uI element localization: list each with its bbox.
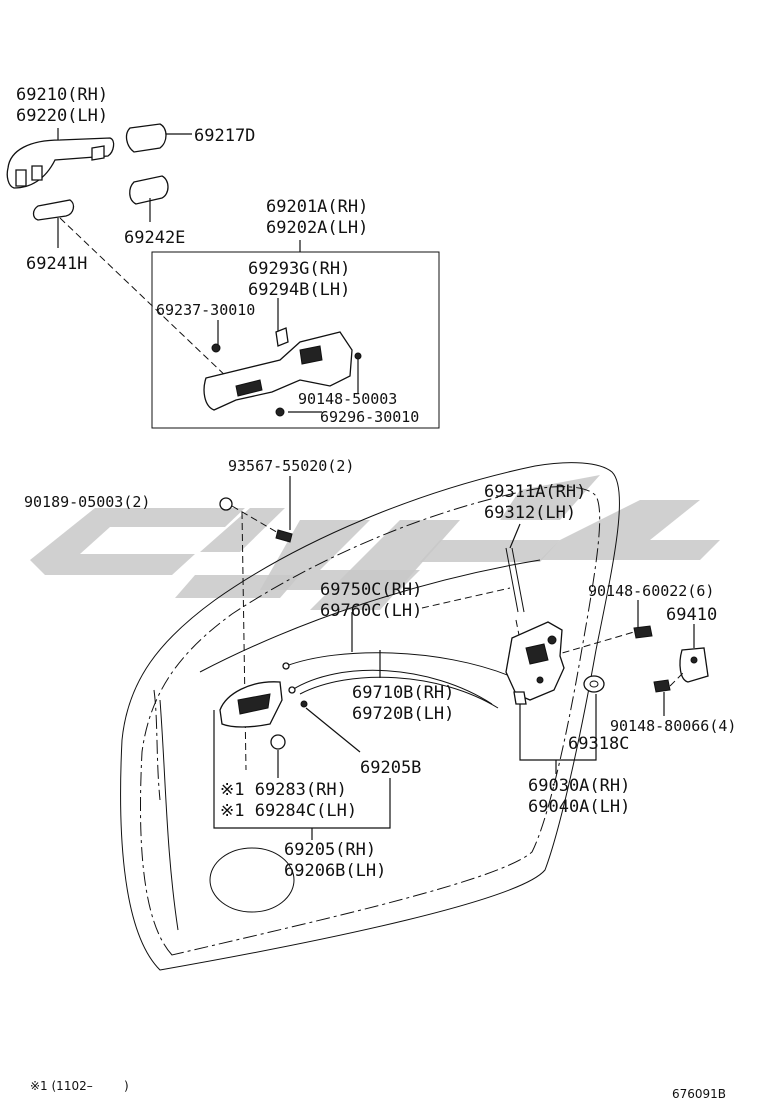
outer-handle-frame bbox=[203, 327, 362, 417]
label-rod-rh: 69311A(RH) bbox=[484, 482, 586, 502]
label-screw-90189: 90189-05003(2) bbox=[24, 493, 150, 511]
label-cover-d: 69217D bbox=[194, 126, 255, 146]
label-cable-lower-lh: 69720B(LH) bbox=[352, 704, 454, 724]
label-inner-handle-rh: 69205(RH) bbox=[284, 840, 376, 860]
label-screw-60022: 90148-60022(6) bbox=[588, 582, 714, 600]
footnote-close: ) bbox=[124, 1079, 129, 1093]
label-bezel-rh: ※1 69283(RH) bbox=[220, 780, 347, 800]
label-striker: 69410 bbox=[666, 605, 717, 625]
label-lock-assy-lh: 69040A(LH) bbox=[528, 797, 630, 817]
leader-lines-upper bbox=[57, 128, 440, 429]
label-frame-sub-lh: 69294B(LH) bbox=[248, 280, 350, 300]
label-screw-93567: 93567-55020(2) bbox=[228, 457, 354, 475]
door-lock-assembly bbox=[505, 621, 605, 774]
watermark bbox=[30, 475, 720, 610]
label-pad-h: 69241H bbox=[26, 254, 87, 274]
label-outer-handle-lh: 69220(LH) bbox=[16, 106, 108, 126]
label-inner-handle-lh: 69206B(LH) bbox=[284, 861, 386, 881]
handle-cap-69217d bbox=[125, 123, 167, 153]
door-panel-outline bbox=[120, 462, 620, 971]
part-labels: 69210(RH) 69220(LH) 69217D 69242E 69241H… bbox=[16, 85, 736, 881]
label-washer: 69318C bbox=[568, 734, 629, 754]
lock-cables bbox=[282, 587, 511, 709]
label-inner-handle-b: 69205B bbox=[360, 758, 421, 778]
inner-door-handle bbox=[213, 681, 391, 840]
figure-id: 676091B bbox=[672, 1087, 726, 1101]
label-lock-assy-rh: 69030A(RH) bbox=[528, 776, 630, 796]
label-frame-assy-lh: 69202A(LH) bbox=[266, 218, 368, 238]
label-clip-30010: 69237-30010 bbox=[156, 301, 255, 319]
label-rod-lh: 69312(LH) bbox=[484, 503, 576, 523]
label-cable-upper-rh: 69750C(RH) bbox=[320, 580, 422, 600]
label-frame-assy-rh: 69201A(RH) bbox=[266, 197, 368, 217]
label-bolt-69296: 69296-30010 bbox=[320, 408, 419, 426]
label-screw-50003: 90148-50003 bbox=[298, 390, 397, 408]
label-screw-80066: 90148-80066(4) bbox=[610, 717, 736, 735]
label-outer-handle-rh: 69210(RH) bbox=[16, 85, 108, 105]
handle-cap-69242e bbox=[129, 175, 169, 205]
footnote: ※1 (1102– bbox=[30, 1079, 93, 1093]
label-bezel-lh: ※1 69284C(LH) bbox=[220, 801, 357, 821]
handle-pad-69241h bbox=[32, 199, 75, 221]
outer-door-handle bbox=[6, 137, 115, 189]
label-frame-sub-rh: 69293G(RH) bbox=[248, 259, 350, 279]
door-striker-69410 bbox=[653, 624, 709, 716]
label-cable-upper-lh: 69760C(LH) bbox=[320, 601, 422, 621]
label-cable-lower-rh: 69710B(RH) bbox=[352, 683, 454, 703]
label-cover-e: 69242E bbox=[124, 228, 185, 248]
